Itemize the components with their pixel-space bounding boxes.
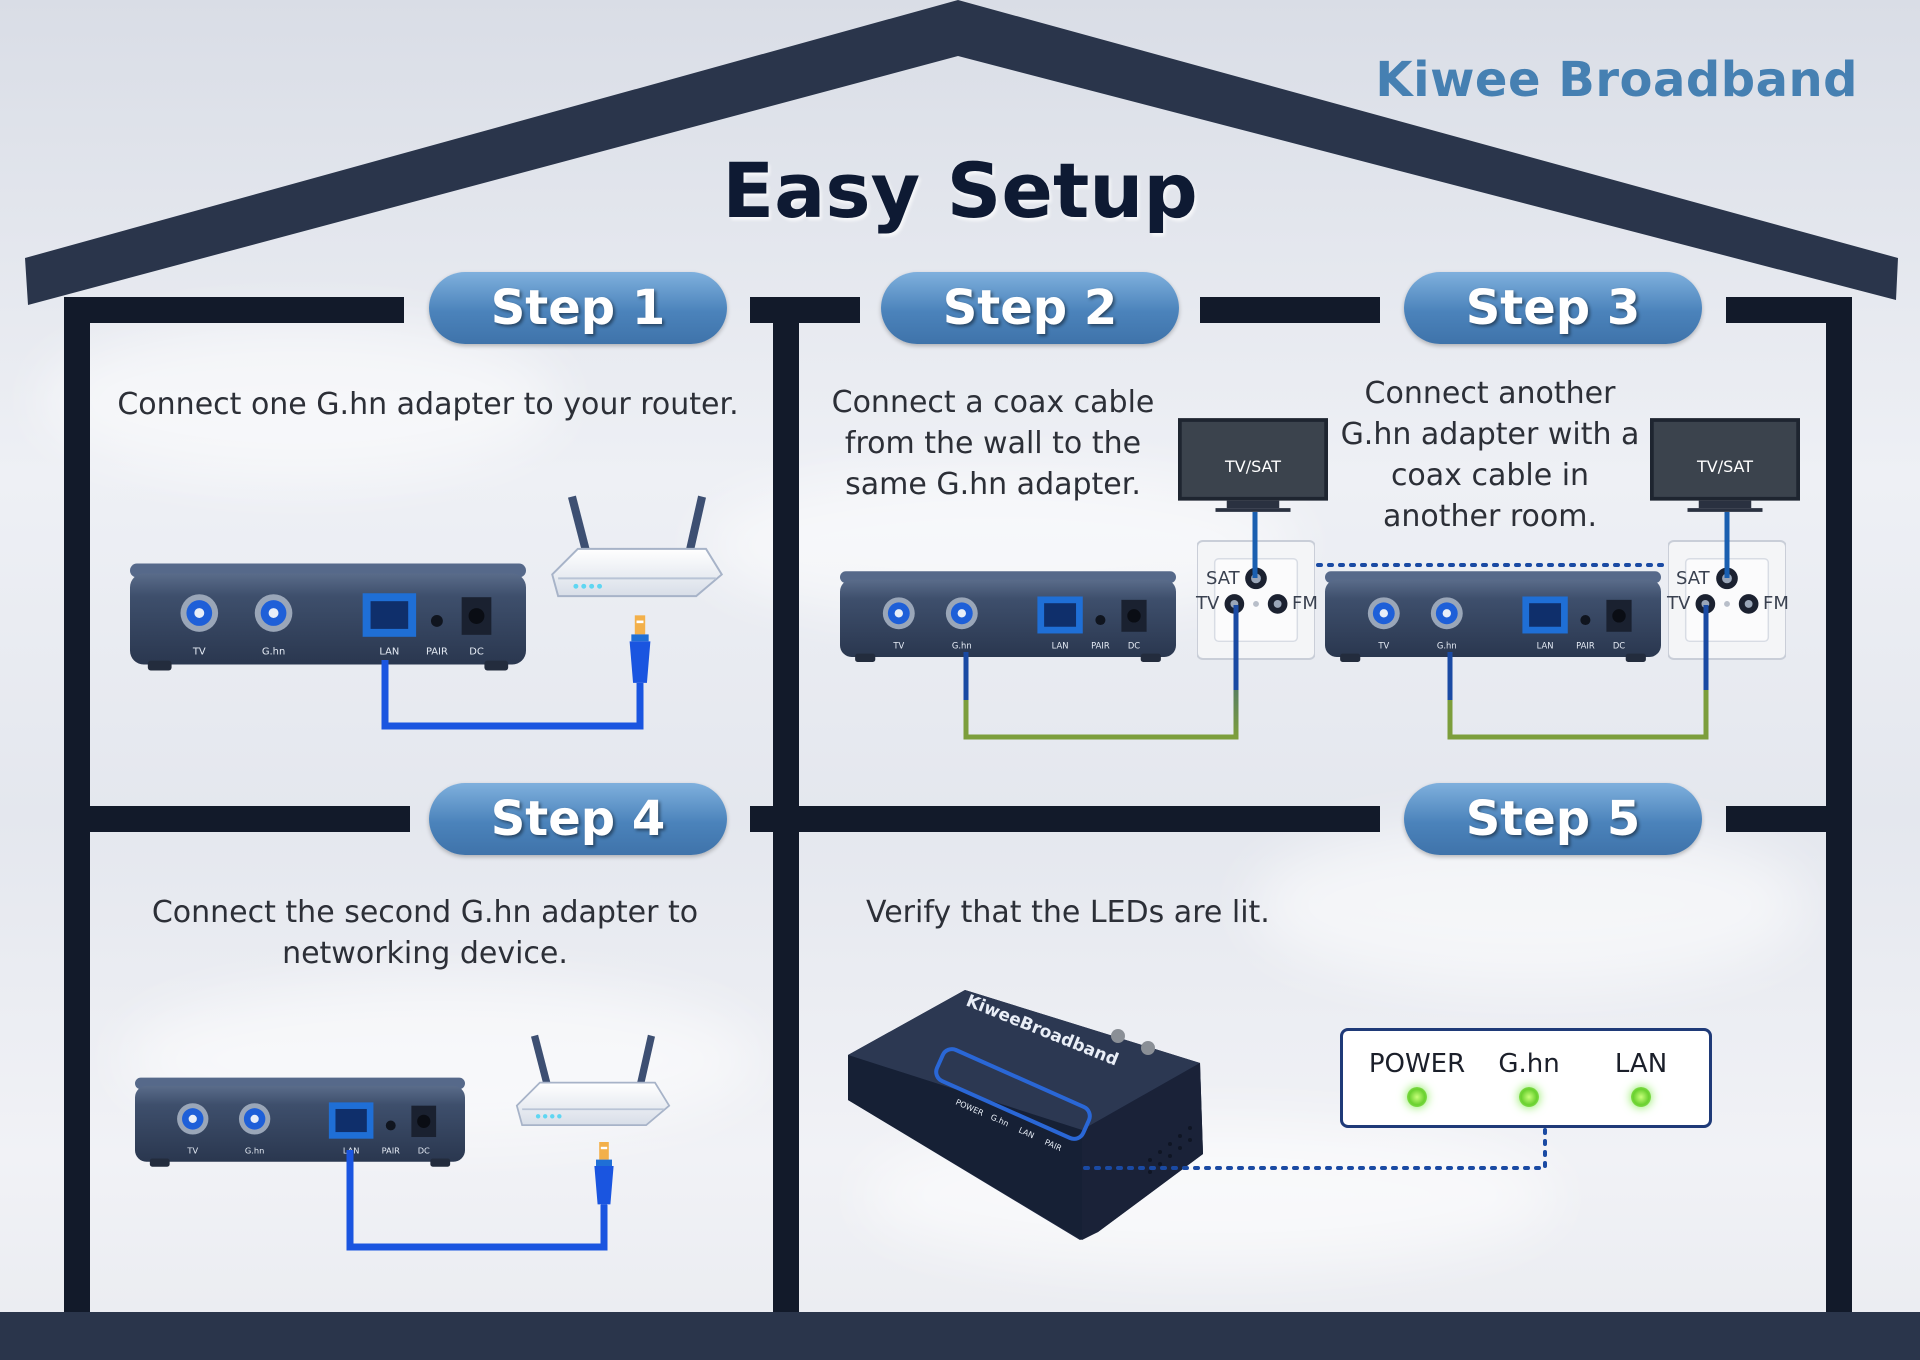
led-status-panel: POWER G.hn LAN [1340,1028,1712,1128]
step-1-badge: Step 1 [429,272,727,344]
led-power-label: POWER [1368,1049,1466,1079]
outlet-sat-label-2: SAT [1676,568,1711,589]
router-1 [551,494,723,598]
led-lan-indicator [1631,1087,1651,1107]
outlet-tv-label-1: TV [1195,593,1220,614]
step-4-badge: Step 4 [429,783,727,855]
led-ghn: G.hn [1469,1049,1589,1107]
step-2-badge: Step 2 [881,272,1179,344]
ghn-adapter-4 [135,1077,465,1167]
step-1-description: Connect one G.hn adapter to your router. [117,387,739,422]
led-lan: LAN [1581,1049,1701,1107]
ghn-adapter-2 [840,571,1176,663]
brand-logo-text: Kiwee Broadband [1375,52,1858,108]
ethernet-plug-1 [629,615,651,711]
led-power-indicator [1407,1087,1427,1107]
outlet-fm-label-2: FM [1763,593,1789,614]
kiwee-device: KiweeBroadband POWER G.hn LAN PAIR [848,990,1203,1240]
outlet-fm-label-1: FM [1292,593,1318,614]
outlet-sat-label-1: SAT [1206,568,1241,589]
ghn-adapter-1 [130,563,526,671]
ghn-adapter-3 [1325,571,1661,663]
step-4-description: Connect the second G.hn adapter to netwo… [151,895,699,971]
step-2-description: Connect a coax cable from the wall to th… [831,385,1155,502]
router-2 [515,1033,671,1127]
step-3-description: Connect another G.hn adapter with a coax… [1340,376,1640,534]
step-5-badge: Step 5 [1404,783,1702,855]
step-5-description: Verify that the LEDs are lit. [866,895,1270,930]
tv-label-3: TV/SAT [1696,457,1753,476]
led-power: POWER [1357,1049,1477,1107]
step-3-badge: Step 3 [1404,272,1702,344]
page-title: Easy Setup [722,146,1198,235]
outlet-tv-label-2: TV [1666,593,1691,614]
ethernet-plug-2 [594,1142,614,1230]
led-lan-label: LAN [1614,1049,1668,1079]
led-pointer-line [1083,1124,1547,1170]
led-ghn-indicator [1519,1087,1539,1107]
tv-label-2: TV/SAT [1224,457,1281,476]
led-ghn-label: G.hn [1498,1049,1560,1079]
